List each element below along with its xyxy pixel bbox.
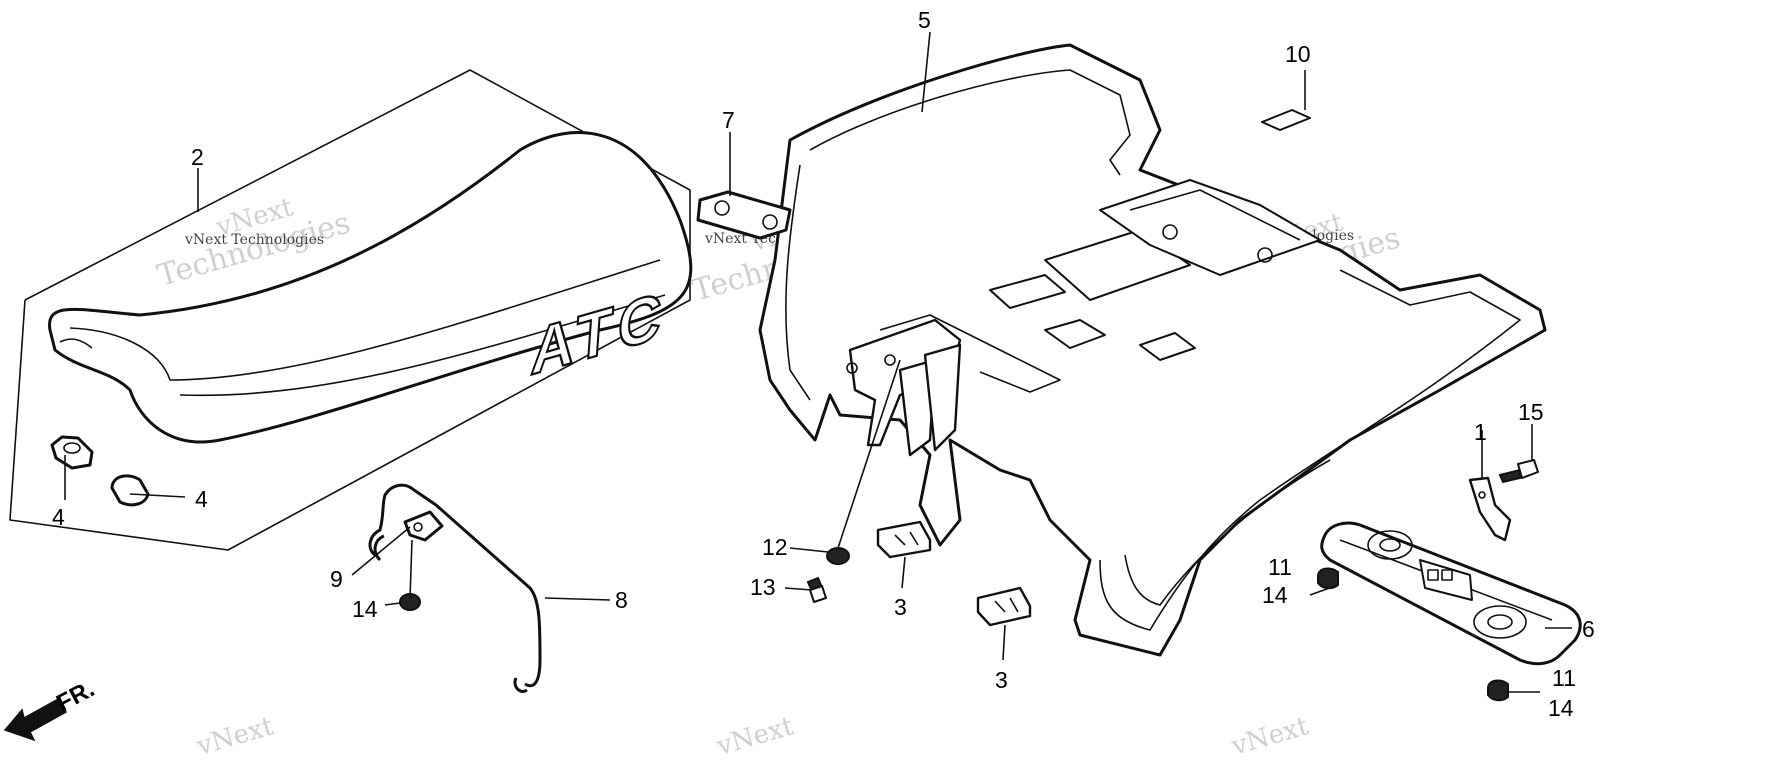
watermark-line-1: vNext Technologies xyxy=(184,232,324,248)
watermark-fragment-2: vNext xyxy=(713,711,798,762)
latch-clip xyxy=(403,510,444,542)
speed-clip-upper xyxy=(876,520,932,559)
callout-15: 15 xyxy=(1518,399,1544,425)
mounting-plate xyxy=(696,190,792,240)
callout-11-upper: 11 xyxy=(1268,554,1292,580)
callout-14-left: 14 xyxy=(352,596,378,622)
callout-12: 12 xyxy=(762,534,788,560)
callout-13: 13 xyxy=(750,574,776,600)
flange-nut-14c xyxy=(1487,679,1509,702)
callout-7: 7 xyxy=(722,107,735,133)
seat-bumper-right xyxy=(110,474,150,507)
grommet-12 xyxy=(826,547,850,565)
callout-10: 10 xyxy=(1285,41,1311,67)
seat: ATC xyxy=(48,131,693,444)
callout-3-lower: 3 xyxy=(995,667,1008,693)
fender-bracket xyxy=(1468,476,1512,542)
callout-5: 5 xyxy=(918,7,931,33)
leader-lines xyxy=(64,31,1572,693)
seat-bumper-left xyxy=(50,435,94,470)
bolt-15 xyxy=(1498,459,1539,484)
seat-latch-rod xyxy=(368,483,542,693)
callouts: 1 2 3 3 4 4 5 6 7 8 9 10 11 11 12 13 14 … xyxy=(52,7,1595,721)
watermark-fragment-3: vNext xyxy=(1228,711,1313,762)
callout-11-lower: 11 xyxy=(1552,665,1576,691)
callout-3-upper: 3 xyxy=(894,594,907,620)
callout-1: 1 xyxy=(1474,419,1487,445)
callout-4-left: 4 xyxy=(52,504,65,530)
callout-14-mid: 14 xyxy=(1262,582,1288,608)
callout-14-right: 14 xyxy=(1548,695,1574,721)
seat-assembly-outline xyxy=(9,69,691,551)
callout-8: 8 xyxy=(615,587,628,613)
rear-fender xyxy=(758,43,1547,657)
callout-2: 2 xyxy=(191,144,204,170)
callout-4-right: 4 xyxy=(195,486,208,512)
front-direction-arrow: FR. xyxy=(3,675,99,742)
callout-6: 6 xyxy=(1582,616,1595,642)
callout-9: 9 xyxy=(330,566,343,592)
tail-plate xyxy=(1320,521,1582,666)
watermark-fragment-1: vNext xyxy=(193,711,278,762)
caution-label xyxy=(1261,109,1311,131)
speed-clip-lower xyxy=(976,586,1032,627)
